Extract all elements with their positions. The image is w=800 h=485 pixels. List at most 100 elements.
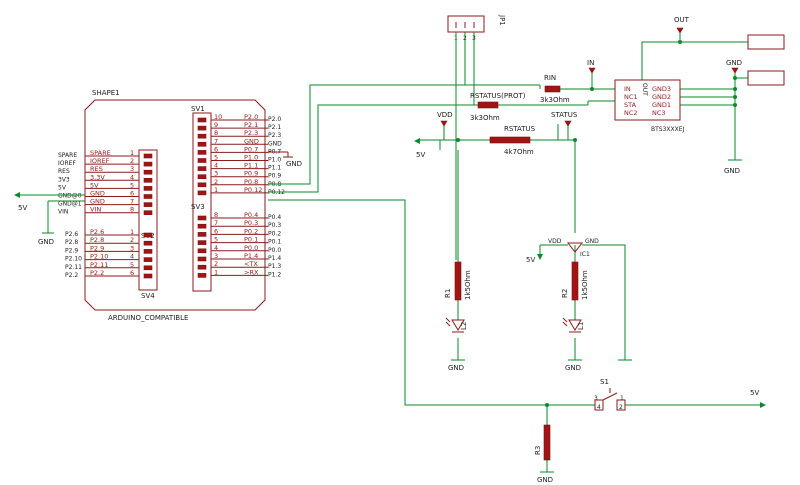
sv3-net-label: P0.1 [268, 239, 281, 246]
sv2-pin-num: 8 [130, 206, 134, 214]
analog-net-label: P2.2 [65, 272, 78, 279]
ic1-5v-label: 5V [526, 256, 535, 264]
sv2-pin-num: 3 [130, 165, 134, 173]
sv1-pin-num: 9 [214, 121, 218, 129]
shield-name: SHAPE1 [92, 89, 120, 97]
sv1-pin-label: P0.8 [244, 178, 258, 186]
sv1-pin-pad [197, 150, 207, 155]
sv1-pin-label: P2.0 [244, 113, 258, 121]
resistor-r1: R1 1k5Ohm [444, 261, 472, 301]
led-l2: L2 [445, 317, 468, 333]
analog-pin-pad [143, 257, 153, 262]
sv2-pin-label: IOREF [90, 157, 110, 165]
sv1-pin-label: P1.1 [244, 162, 258, 170]
sv2-net-label: GND@0 [58, 193, 82, 200]
analog-pin-label: P2.6 [90, 228, 104, 236]
sv2-pin-label: SPARE [90, 149, 111, 157]
supply-symbols: OUT GND IN VDD STATUS 5V GND GND GND GND… [416, 16, 759, 484]
sv1-pin-pad [197, 174, 207, 179]
sv2-pin-label: RES [90, 165, 103, 173]
bts-ic: IN NC1 STA NC2 GND3 GND2 GND1 NC3 OUT BT… [614, 79, 685, 133]
left-rails: 5V GND [14, 192, 85, 246]
s1-pin3: 3 [594, 395, 598, 402]
sv1-pin-pad [197, 190, 207, 196]
resistor-r3: R3 [534, 424, 551, 461]
sv3-net-label: P1.4 [268, 255, 281, 262]
sv1-pin-label: P0.12 [244, 186, 262, 194]
sv1-pin-pad [197, 182, 207, 188]
left-gnd-label: GND [38, 238, 54, 246]
r2-gnd-label: GND [565, 364, 581, 372]
sv1-net-label: P2.1 [268, 124, 281, 131]
sv4-label: SV4 [141, 292, 155, 300]
led-l1: L1 [562, 317, 585, 333]
sv1-net-label: GND [268, 140, 282, 147]
bts-pin-gnd1: GND1 [652, 101, 671, 109]
sv3-pin-pad [197, 264, 207, 270]
sv2-net-label: IOREF [58, 160, 76, 167]
sv2-net-label: 3V3 [58, 176, 70, 183]
sv1-net-label: P0.9 [268, 173, 281, 180]
sv3-pin-num: 1 [214, 268, 218, 276]
sv3-pin-num: 8 [214, 211, 218, 219]
analog-pin-label: P2.11 [90, 261, 108, 269]
sv1-pin-label: P2.3 [244, 129, 258, 137]
sv3-pin-label: P0.3 [244, 219, 258, 227]
sv1-pin-num: 7 [214, 137, 218, 145]
sv2-header: SV2 SV4 SPARE1SPAREIOREF2IOREFRES3RES3.3… [58, 149, 158, 300]
ic1-gnd: GND [585, 238, 599, 245]
analog-pin-num: 2 [130, 236, 134, 244]
s1-pin4: 4 [597, 404, 601, 411]
analog-net-label: P2.9 [65, 247, 78, 254]
sv3-pin-num: 2 [214, 260, 218, 268]
resistor-rin: RIN 3k3Ohm [540, 74, 570, 104]
sv2-net-label: SPARE [58, 152, 77, 159]
sv3-pin-pad [197, 232, 207, 237]
sv1-net-label: P1.1 [268, 165, 281, 172]
rin-name: RIN [544, 74, 556, 82]
sv1-label: SV1 [191, 105, 205, 113]
sv2-pin-pad [143, 161, 153, 167]
sv2-net-label: VIN [58, 209, 68, 216]
sv2-pin-num: 5 [130, 181, 134, 189]
bts-pin-nc3: NC3 [652, 109, 666, 117]
l1-label: L1 [577, 322, 585, 330]
sv3-pin-label: <TX [244, 260, 258, 268]
sv1-pin-pad [197, 133, 207, 139]
sv3-net-label: P0.0 [268, 247, 281, 254]
ic1-name: IC1 [580, 251, 590, 258]
rin-value: 3k3Ohm [540, 96, 570, 104]
sv3-pin-pad [197, 240, 207, 245]
rstatus-prot-value: 3k3Ohm [470, 114, 500, 122]
sv1-pin-num: 4 [214, 162, 218, 170]
in-label: IN [587, 59, 594, 67]
sv2-pin-label: VIN [90, 206, 101, 214]
vdd-label: VDD [437, 111, 453, 119]
sv1-pin-label: GND [244, 137, 259, 145]
analog-pin-label: P2.8 [90, 236, 104, 244]
sv1-net-label: P2.0 [268, 116, 281, 123]
resistor-r2: R2 1k5Ohm [561, 261, 589, 301]
rstatus-prot-name: RSTATUS(PROT) [470, 92, 526, 100]
sv3-pin-num: 5 [214, 236, 218, 244]
analog-net-label: P2.8 [65, 239, 78, 246]
sv2-pin-num: 2 [130, 157, 134, 165]
sv1-pin-num: 5 [214, 154, 218, 162]
wires [268, 30, 766, 472]
sv1-pin-num: 6 [214, 145, 218, 153]
sv3-pin-pad [197, 256, 207, 262]
bts-gnd-label: GND [724, 167, 740, 175]
jp1-connector: JP1 1 2 3 [447, 14, 506, 42]
sv3-pin-pad [197, 215, 207, 221]
sv3-pin-num: 7 [214, 219, 218, 227]
right-5v-label: 5V [750, 389, 759, 397]
sv1-pin-num: 10 [214, 113, 222, 121]
sv3-net-label: P0.2 [268, 230, 281, 237]
sv3-net-label: P0.3 [268, 222, 281, 229]
analog-pin-pad [143, 249, 153, 254]
analog-pin-label: P2.2 [90, 269, 104, 277]
analog-pin-label: P2.9 [90, 244, 104, 252]
bts-out-pin: OUT [641, 83, 648, 96]
sv1-pin-label: P2.1 [244, 121, 258, 129]
